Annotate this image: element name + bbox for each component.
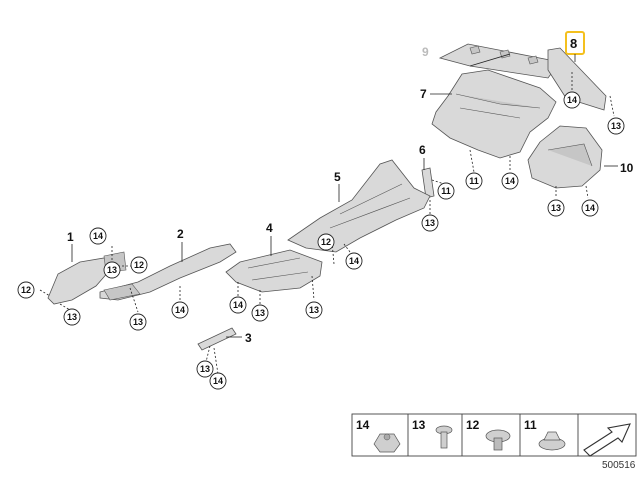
svg-text:13: 13 (67, 312, 77, 322)
part-label-7[interactable]: 7 (420, 87, 427, 101)
svg-text:14: 14 (175, 305, 185, 315)
callout-14[interactable]: 14 (563, 91, 581, 109)
svg-text:14: 14 (233, 300, 243, 310)
svg-text:11: 11 (524, 418, 537, 432)
callout-13[interactable]: 13 (129, 313, 147, 331)
svg-text:13: 13 (412, 418, 426, 432)
svg-text:13: 13 (255, 308, 265, 318)
callout-14[interactable]: 14 (581, 199, 599, 217)
leader-lines (39, 53, 615, 375)
hex-nut-icon (373, 433, 401, 453)
bracket-6[interactable] (421, 167, 435, 199)
callout-14[interactable]: 14 (209, 372, 227, 390)
svg-text:13: 13 (551, 203, 561, 213)
callout-13[interactable]: 13 (305, 301, 323, 319)
legend-item-13[interactable]: 13 (412, 418, 453, 449)
part-label-4[interactable]: 4 (266, 221, 273, 235)
callout-12[interactable]: 12 (17, 281, 35, 299)
direction-arrow-icon (583, 423, 631, 457)
heat-shield-7[interactable] (431, 69, 557, 159)
callout-13[interactable]: 13 (547, 199, 565, 217)
svg-text:14: 14 (213, 376, 223, 386)
flange-nut-icon (538, 431, 566, 451)
callout-13[interactable]: 13 (63, 308, 81, 326)
legend-item-12[interactable]: 12 (466, 418, 511, 451)
svg-text:13: 13 (425, 218, 435, 228)
legend-item-14[interactable]: 14 (356, 418, 401, 453)
part-label-9: 9 (422, 45, 429, 59)
part-label-2[interactable]: 2 (177, 227, 184, 241)
part-label-8[interactable]: 8 (570, 36, 577, 51)
heat-shield-10[interactable] (527, 125, 603, 189)
callout-13[interactable]: 13 (196, 360, 214, 378)
callout-13[interactable]: 13 (251, 304, 269, 322)
svg-text:14: 14 (567, 95, 577, 105)
heat-shield-4[interactable] (225, 249, 323, 293)
svg-text:13: 13 (200, 364, 210, 374)
svg-text:13: 13 (309, 305, 319, 315)
svg-text:14: 14 (93, 231, 103, 241)
svg-text:14: 14 (349, 256, 359, 266)
svg-text:12: 12 (321, 237, 331, 247)
svg-text:14: 14 (356, 418, 370, 432)
heat-shield-2[interactable] (99, 243, 237, 301)
svg-text:13: 13 (133, 317, 143, 327)
svg-text:14: 14 (585, 203, 595, 213)
callout-13[interactable]: 13 (103, 261, 121, 279)
svg-text:13: 13 (107, 265, 117, 275)
callout-14[interactable]: 14 (89, 227, 107, 245)
legend-item-11[interactable]: 11 (524, 418, 566, 451)
svg-text:14: 14 (505, 176, 515, 186)
callout-13[interactable]: 13 (421, 214, 439, 232)
callout-14[interactable]: 14 (171, 301, 189, 319)
svg-text:11: 11 (469, 176, 479, 186)
svg-text:12: 12 (466, 418, 480, 432)
callout-14[interactable]: 14 (501, 172, 519, 190)
callout-11[interactable]: 11 (465, 172, 483, 190)
diagram-id: 500516 (602, 460, 636, 471)
callout-13[interactable]: 13 (607, 117, 625, 135)
clip-nut-icon (485, 429, 511, 451)
part-label-10[interactable]: 10 (620, 161, 634, 175)
heat-shield-8[interactable] (547, 47, 607, 111)
svg-text:11: 11 (441, 186, 451, 196)
part-label-5[interactable]: 5 (334, 170, 341, 184)
callout-11[interactable]: 11 (437, 182, 455, 200)
callout-12[interactable]: 12 (130, 256, 148, 274)
heat-shield-5[interactable] (287, 159, 431, 253)
callout-14[interactable]: 14 (229, 296, 247, 314)
svg-text:13: 13 (611, 121, 621, 131)
callout-12[interactable]: 12 (317, 233, 335, 251)
screw-icon (435, 425, 453, 449)
part-label-1[interactable]: 1 (67, 230, 74, 244)
bracket-3[interactable] (197, 327, 237, 351)
callout-14[interactable]: 14 (345, 252, 363, 270)
part-label-3[interactable]: 3 (245, 331, 252, 345)
fastener-legend: 14 13 12 11 (351, 413, 637, 457)
part-label-6[interactable]: 6 (419, 143, 426, 157)
svg-text:12: 12 (134, 260, 144, 270)
heat-shield-9[interactable] (438, 43, 561, 79)
svg-text:12: 12 (21, 285, 31, 295)
